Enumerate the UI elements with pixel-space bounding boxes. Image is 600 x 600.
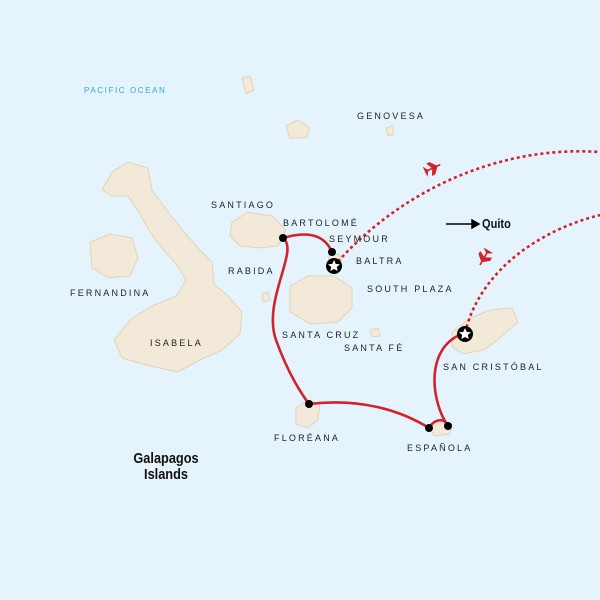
island-pinta xyxy=(241,75,255,95)
arrow-right-icon xyxy=(446,218,481,230)
dot-icon xyxy=(279,234,452,432)
label-rabida: RABIDA xyxy=(228,266,275,276)
quito-label: Quito xyxy=(482,216,511,231)
island-fernandina xyxy=(89,233,139,279)
island-santa-fe xyxy=(369,327,381,338)
map-title-line-1: Galapagos xyxy=(133,450,199,467)
island-floreana xyxy=(295,399,321,429)
label-floreana: FLORÉANA xyxy=(274,433,341,443)
label-baltra: BALTRA xyxy=(356,256,404,266)
flight-routes xyxy=(333,150,600,334)
star-icon xyxy=(326,258,473,342)
label-genovesa: GENOVESA xyxy=(357,111,426,121)
island-marchena xyxy=(285,119,311,139)
label-bartolome: BARTOLOMÉ xyxy=(283,218,359,228)
label-santa-fe: SANTA FÉ xyxy=(344,343,405,353)
island-rabida xyxy=(261,291,271,303)
label-espanola: ESPAÑOLA xyxy=(407,443,473,453)
ocean-label: PACIFIC OCEAN xyxy=(84,86,167,95)
label-south-plaza: SOUTH PLAZA xyxy=(367,284,454,294)
map-title: Galapagos Islands xyxy=(118,451,213,483)
island-santa-cruz xyxy=(289,275,353,325)
label-santa-cruz: SANTA CRUZ xyxy=(282,330,361,340)
label-seymour: SEYMOUR xyxy=(329,234,390,244)
island-isabela xyxy=(101,161,243,373)
island-santiago xyxy=(229,211,287,249)
label-san-cristobal: SAN CRISTÓBAL xyxy=(443,362,544,372)
map-title-line-2: Islands xyxy=(144,466,188,483)
island-genovesa xyxy=(385,125,395,137)
label-santiago: SANTIAGO xyxy=(211,200,276,210)
label-isabela: ISABELA xyxy=(150,338,203,348)
airplane-icon xyxy=(422,162,494,266)
label-fernandina: FERNANDINA xyxy=(70,288,151,298)
